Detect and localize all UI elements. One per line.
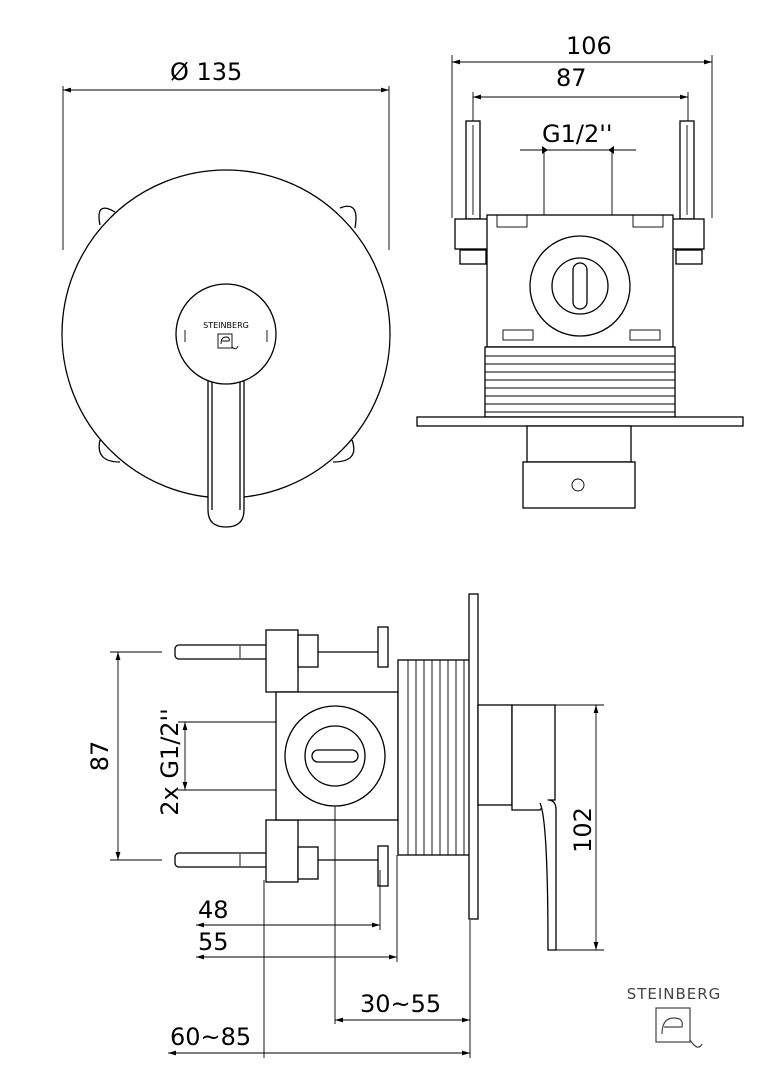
mount-ear (339, 205, 357, 229)
bracket (265, 629, 299, 693)
height-right-label: 102 (569, 807, 597, 853)
front-view: Ø 135 STEINBERG (61, 58, 391, 528)
bracket-tab (377, 845, 389, 887)
outlet-bore (551, 257, 609, 315)
height-left-label: 87 (86, 741, 114, 772)
depth-48-label: 48 (198, 896, 229, 924)
steinberg-logo-icon (655, 1007, 703, 1048)
handle-cap (522, 461, 636, 509)
cartridge-slot (311, 749, 359, 763)
lever-handle (539, 799, 557, 951)
nut (459, 249, 487, 265)
cover-brand: STEINBERG (203, 321, 249, 330)
wall-plate (416, 416, 744, 427)
width-inner-label: 87 (556, 64, 587, 92)
mount-ear (332, 439, 355, 463)
mounting-bolt (174, 852, 271, 868)
width-outer-label: 106 (566, 32, 612, 60)
bracket (265, 819, 299, 883)
mount-ear (98, 439, 121, 463)
thread-left-label: 2x G1/2'' (156, 708, 184, 816)
brand-name: STEINBERG (627, 985, 722, 1003)
hub-logo-icon (217, 333, 239, 350)
handle-stem (477, 704, 513, 806)
mount-ear (98, 207, 116, 226)
inlet-bore (304, 725, 366, 787)
top-view: 106 87 G1/2'' (416, 32, 744, 509)
wall-plate (468, 593, 479, 920)
thread-label: G1/2'' (542, 120, 612, 148)
nut (675, 249, 703, 265)
side-view: 87 2x G1/2'' (86, 593, 604, 1058)
brand-logo: STEINBERG (627, 985, 722, 1048)
bracket-tab (377, 626, 389, 668)
outlet-port (529, 235, 631, 337)
lever-handle (207, 371, 245, 528)
depth-range-long-label: 60~85 (170, 1023, 251, 1051)
threaded-sleeve (484, 346, 676, 418)
handle-stem (526, 425, 632, 463)
cartridge-slot (572, 262, 588, 310)
nut (297, 846, 319, 880)
diameter-label: Ø 135 (170, 58, 242, 86)
depth-range-short-label: 30~55 (360, 990, 441, 1018)
mounting-bolt (174, 644, 271, 660)
handle-body (511, 704, 556, 811)
threaded-sleeve (397, 659, 471, 856)
nut (297, 634, 319, 668)
depth-55-label: 55 (198, 928, 229, 956)
